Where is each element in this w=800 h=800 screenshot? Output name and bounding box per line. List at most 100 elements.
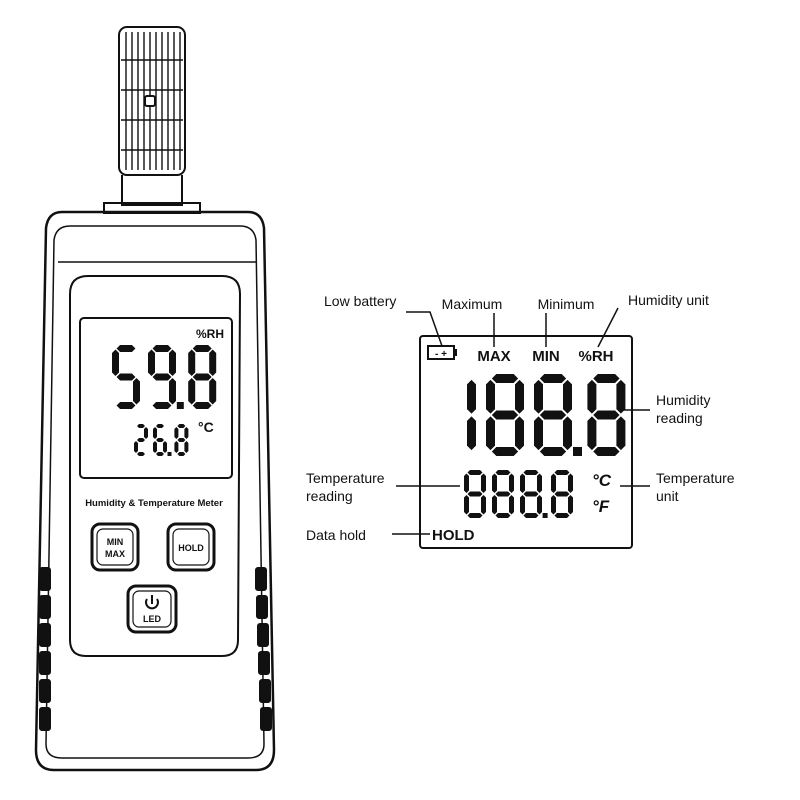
- segment-a: [137, 424, 145, 428]
- segment-g: [491, 410, 519, 420]
- lcd-digit-1: [492, 470, 514, 518]
- segment-a: [156, 424, 164, 428]
- temperature-unit-callout-line2: unit: [656, 488, 679, 504]
- segment-f: [520, 473, 525, 493]
- segment-f: [188, 349, 196, 376]
- humidity-unit-callout: Humidity unit: [628, 292, 709, 308]
- min-max-button[interactable]: MIN MAX: [90, 522, 140, 572]
- segment-a: [523, 470, 539, 475]
- segment-e: [587, 416, 597, 451]
- segment-d: [156, 452, 164, 456]
- segment-g: [137, 438, 145, 442]
- segment-e: [464, 495, 469, 515]
- decimal-point: [167, 452, 172, 456]
- led-button-label: LED: [143, 614, 162, 624]
- minimum-callout: Minimum: [538, 296, 595, 312]
- hold-indicator: HOLD: [432, 527, 475, 544]
- celsius-indicator: °C: [592, 471, 612, 490]
- sensor-probe: [103, 26, 201, 214]
- segment-c: [169, 378, 176, 405]
- power-icon: [145, 595, 159, 610]
- segment-c: [209, 378, 217, 405]
- segment-b: [509, 473, 514, 493]
- device-humidity-unit: %RH: [196, 327, 224, 341]
- fahrenheit-indicator: °F: [592, 497, 610, 516]
- segment-b: [568, 473, 573, 493]
- device-temperature-reading: [134, 424, 189, 456]
- lcd-digit-2: [534, 374, 572, 456]
- lcd-digit-0: [134, 424, 148, 456]
- segment-e: [492, 495, 497, 515]
- segment-e: [551, 495, 556, 515]
- segment-b: [467, 379, 476, 414]
- segment-b: [537, 473, 542, 493]
- segment-a: [152, 345, 172, 352]
- humidity-unit-leader: [597, 307, 619, 348]
- max-indicator: MAX: [477, 348, 510, 365]
- callout-lines: [392, 307, 650, 535]
- device-temperature-unit: °C: [198, 419, 214, 435]
- segment-c: [133, 378, 140, 405]
- segment-g: [523, 491, 539, 497]
- segment-b: [184, 427, 189, 439]
- left-grip: [39, 567, 51, 731]
- battery-icon: - +: [427, 345, 457, 360]
- low-battery-callout: Low battery: [324, 293, 396, 309]
- lcd-digit-1: [148, 345, 176, 409]
- segment-f: [112, 349, 119, 376]
- humidity-reading-callout-line2: reading: [656, 410, 703, 426]
- segment-d: [137, 452, 145, 456]
- segment-f: [148, 349, 155, 376]
- segment-g: [152, 373, 172, 381]
- power-led-button[interactable]: LED: [126, 584, 178, 634]
- segment-d: [116, 402, 136, 409]
- segment-d: [152, 402, 172, 409]
- segment-g: [593, 410, 620, 420]
- segment-e: [188, 378, 196, 405]
- lcd-digit-1: [153, 424, 167, 456]
- segment-c: [616, 416, 626, 451]
- segment-d: [523, 513, 539, 518]
- device-lcd: [79, 317, 233, 479]
- segment-c: [509, 495, 514, 515]
- segment-g: [177, 438, 186, 442]
- face-panel: [69, 275, 242, 657]
- segment-f: [587, 379, 597, 414]
- maximum-callout: Maximum: [442, 296, 503, 312]
- battery-indicator-symbols: - +: [435, 349, 447, 360]
- min-max-label-line1: MIN: [107, 537, 124, 547]
- temperature-reading-callout-line1: Temperature: [306, 470, 385, 486]
- segment-f: [464, 473, 469, 493]
- device-model-label: Humidity & Temperature Meter: [85, 498, 223, 509]
- hold-button-label: HOLD: [178, 543, 204, 553]
- segment-f: [486, 379, 495, 414]
- segment-e: [520, 495, 525, 515]
- data-hold-callout: Data hold: [306, 527, 366, 543]
- segment-f: [551, 473, 556, 493]
- segment-g: [467, 491, 483, 497]
- lcd-digit-1: [486, 374, 524, 456]
- lcd-digit-2: [174, 424, 189, 456]
- segment-e: [486, 416, 495, 451]
- segment-d: [467, 513, 483, 518]
- device-humidity-reading: [112, 345, 217, 409]
- segment-f: [153, 427, 157, 439]
- segment-c: [568, 495, 573, 515]
- segment-c: [163, 441, 167, 453]
- segment-g: [554, 491, 570, 497]
- segment-d: [177, 452, 186, 456]
- segment-a: [495, 470, 511, 475]
- segment-d: [491, 447, 519, 456]
- segment-g: [495, 491, 511, 497]
- hold-button[interactable]: HOLD: [166, 522, 216, 572]
- segment-e: [534, 416, 543, 451]
- segment-d: [192, 402, 212, 409]
- humidity-reading-digits: [467, 374, 626, 456]
- decimal-point: [176, 402, 184, 409]
- segment-a: [554, 470, 570, 475]
- humidity-unit-indicator: %RH: [578, 348, 613, 365]
- lcd-digit-0: [112, 345, 140, 409]
- segment-g: [192, 373, 212, 381]
- lcd-digit-3: [551, 470, 573, 518]
- segment-b: [616, 379, 626, 414]
